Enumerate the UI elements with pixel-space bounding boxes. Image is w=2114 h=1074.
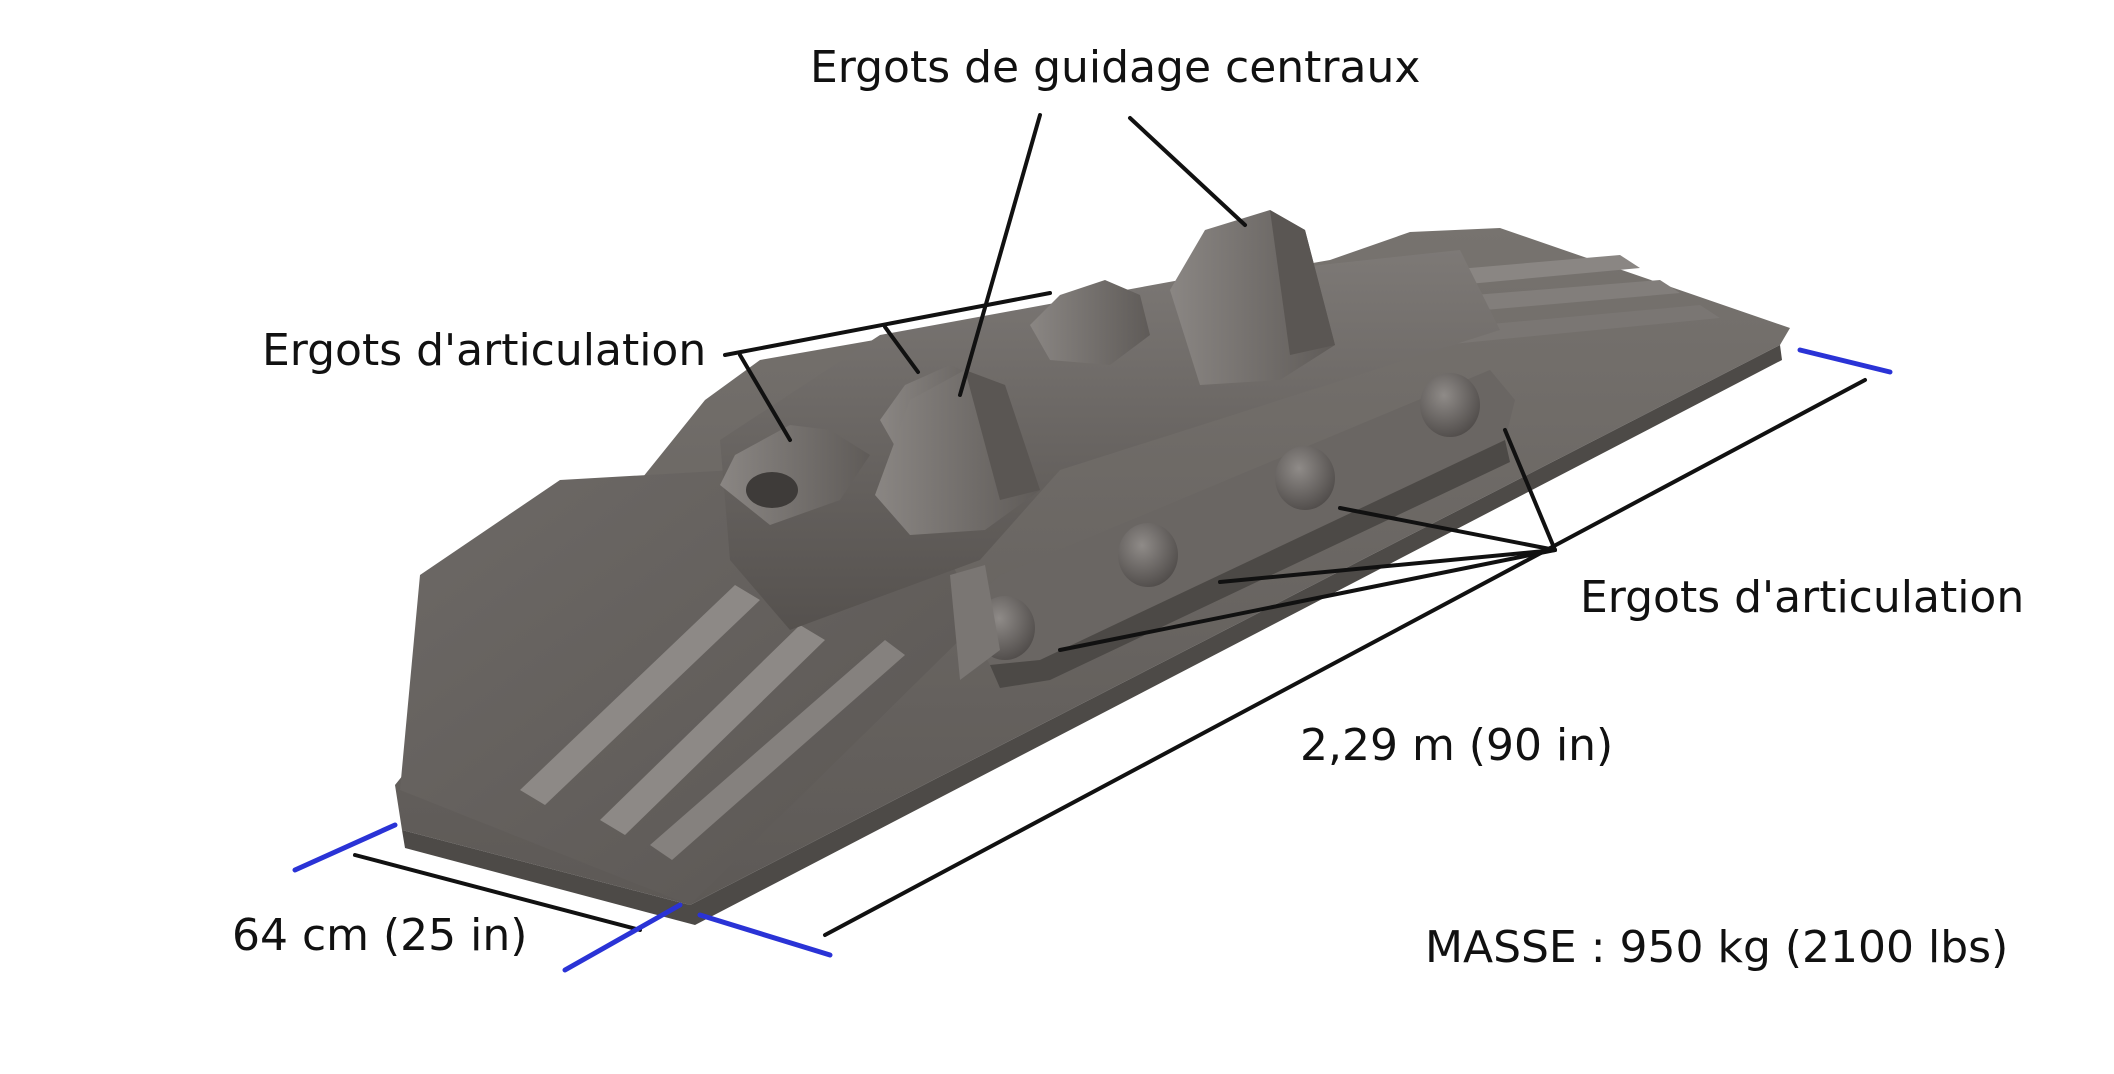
width-tick-right	[562, 902, 683, 973]
length-tick-front	[697, 912, 833, 958]
label-length-dimension: 2,29 m (90 in)	[1300, 720, 1613, 771]
ramp-groove-3	[650, 640, 905, 860]
ramp-groove-1	[520, 585, 760, 805]
leader-lines	[723, 113, 1557, 652]
leader-guide-back	[1128, 116, 1247, 227]
length-tick-back	[1797, 347, 1893, 375]
dimension-lines	[292, 347, 1893, 973]
hinge-knuckle-bar	[960, 370, 1515, 665]
label-mass: MASSE : 950 kg (2100 lbs)	[1425, 922, 2008, 973]
rear-hinge-hole	[746, 472, 798, 508]
knuckle-boss-3	[1275, 446, 1335, 510]
guide-lug-back-face	[1270, 210, 1335, 355]
leader-left-hinge-main	[723, 291, 1052, 357]
width-tick-left	[292, 822, 398, 873]
leader-right-hinge-4	[1503, 428, 1557, 552]
label-hinge-lugs-left: Ergots d'articulation	[262, 325, 706, 376]
leader-guide-front	[958, 113, 1042, 397]
track-shoe-body	[395, 210, 1790, 925]
label-width-dimension: 64 cm (25 in)	[232, 910, 527, 961]
guide-lug-front-face	[965, 370, 1040, 500]
leader-right-hinge-2	[1218, 548, 1557, 584]
leader-right-hinge-1	[1058, 548, 1557, 652]
ramp-groove-2	[600, 625, 825, 835]
knuckle-boss-4	[1420, 373, 1480, 437]
label-central-guide-lugs: Ergots de guidage centraux	[810, 42, 1420, 93]
leader-left-hinge-2	[883, 325, 920, 374]
base-plate-edge	[402, 345, 1782, 925]
knuckle-boss-2	[1118, 523, 1178, 587]
leader-right-hinge-3	[1338, 506, 1557, 552]
leader-left-hinge-1	[738, 353, 792, 442]
label-hinge-lugs-right: Ergots d'articulation	[1580, 572, 2024, 623]
hinge-lug-b	[1030, 280, 1150, 365]
length-dimension-line	[823, 378, 1867, 937]
knuckle-bar-shadow	[990, 440, 1510, 688]
front-wedge	[950, 565, 1000, 680]
width-dimension-line	[353, 853, 642, 932]
